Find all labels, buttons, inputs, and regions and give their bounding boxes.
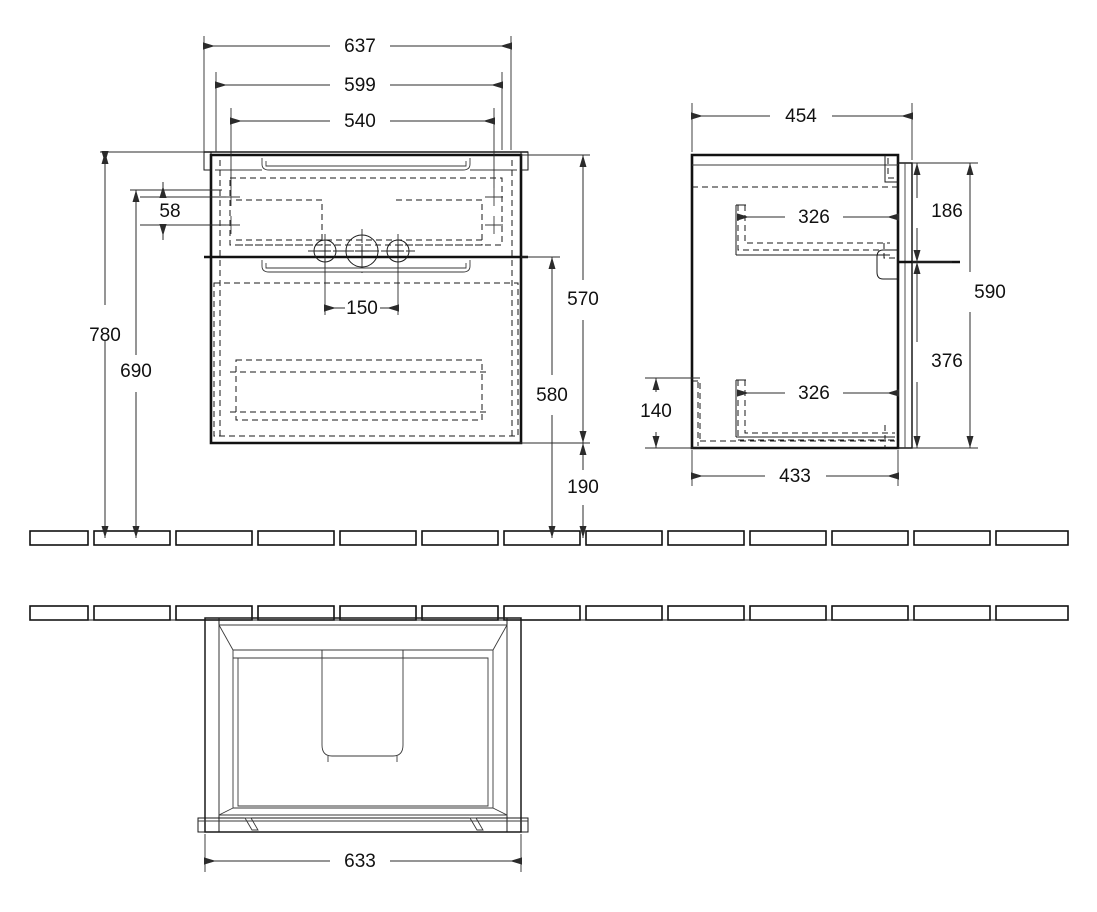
side-upper-shelf: [735, 204, 890, 256]
dim-326-lower: 326: [737, 383, 899, 404]
dim-599: 599: [215, 75, 503, 96]
dim-58: 58: [140, 182, 226, 240]
dim-186: 186: [913, 163, 963, 262]
front-upper-grip-recess: [261, 158, 471, 171]
dim-label-376: 376: [931, 351, 963, 372]
plan-perspective-edges: [218, 624, 508, 816]
plan-front-plinth: [197, 817, 529, 833]
dim-label-433: 433: [779, 466, 811, 487]
dim-326-upper: 326: [737, 207, 899, 228]
front-top-dimensions: 637 599 540: [203, 36, 512, 188]
dim-433: 433: [691, 450, 899, 487]
side-handle-notch: [876, 249, 899, 280]
side-top-hinge: [884, 155, 898, 183]
dim-label-570: 570: [567, 289, 599, 310]
dim-label-580: 580: [536, 385, 568, 406]
floor-tile-strip-upper: [29, 530, 1069, 546]
dim-label-326-upper: 326: [798, 207, 830, 228]
dim-140: 140: [640, 377, 700, 449]
dim-690: 690: [120, 190, 152, 538]
plan-basin-recess: [321, 650, 404, 757]
dim-633: 633: [204, 834, 522, 872]
side-lower-shelf: [735, 379, 895, 438]
front-mounting-crosshairs: [222, 188, 503, 234]
front-right-vertical-dimensions: 570 580 190: [490, 154, 599, 538]
plan-inner-box-outer: [218, 624, 508, 816]
front-hidden-lower-drawer: [213, 282, 519, 437]
side-hidden-upper-drawer: [692, 186, 898, 259]
dim-label-186: 186: [931, 201, 963, 222]
dim-label-150: 150: [346, 298, 378, 319]
dim-label-454: 454: [785, 106, 817, 127]
dim-label-637: 637: [344, 36, 376, 57]
dim-540: 540: [230, 111, 495, 132]
front-hidden-upper-drawer: [229, 177, 503, 246]
plan-inner-box-inner: [237, 657, 489, 807]
dim-label-58: 58: [159, 201, 180, 222]
front-hidden-side-panels: [219, 160, 513, 440]
plan-right-tab: [469, 817, 484, 831]
front-plumbing-holes: [308, 229, 415, 273]
dim-454: 454: [691, 103, 913, 160]
plan-left-wall: [204, 617, 220, 833]
side-elevation-view: [690, 153, 960, 450]
dim-label-599: 599: [344, 75, 376, 96]
dim-780: 780: [89, 151, 121, 538]
dim-label-690: 690: [120, 361, 152, 382]
side-hidden-lower-drawer: [692, 380, 895, 442]
plan-inner-box-mid: [232, 649, 494, 809]
dim-570: 570: [567, 155, 599, 443]
dim-150: 150: [324, 258, 399, 319]
floor-tile-strip-lower: [29, 605, 1069, 621]
dim-label-780: 780: [89, 325, 121, 346]
dim-label-540: 540: [344, 111, 376, 132]
dim-590: 590: [966, 163, 1006, 448]
front-lower-grip-recess: [261, 260, 471, 273]
dim-376: 376: [913, 262, 963, 448]
dim-label-326-lower: 326: [798, 383, 830, 404]
front-left-vertical-dimensions: 780 690: [89, 151, 222, 538]
dim-label-190: 190: [567, 477, 599, 498]
dim-label-590: 590: [974, 282, 1006, 303]
dim-190: 190: [567, 443, 599, 538]
dim-label-633: 633: [344, 851, 376, 872]
dim-580: 580: [536, 257, 568, 538]
plan-view: [197, 617, 529, 833]
plan-left-tab: [244, 817, 259, 831]
plan-right-wall: [506, 617, 522, 833]
side-cabinet-body: [690, 153, 900, 450]
side-right-vertical-dimensions: 186 376 590: [912, 162, 1006, 449]
dim-label-140: 140: [640, 401, 672, 422]
dim-637: 637: [203, 36, 512, 57]
